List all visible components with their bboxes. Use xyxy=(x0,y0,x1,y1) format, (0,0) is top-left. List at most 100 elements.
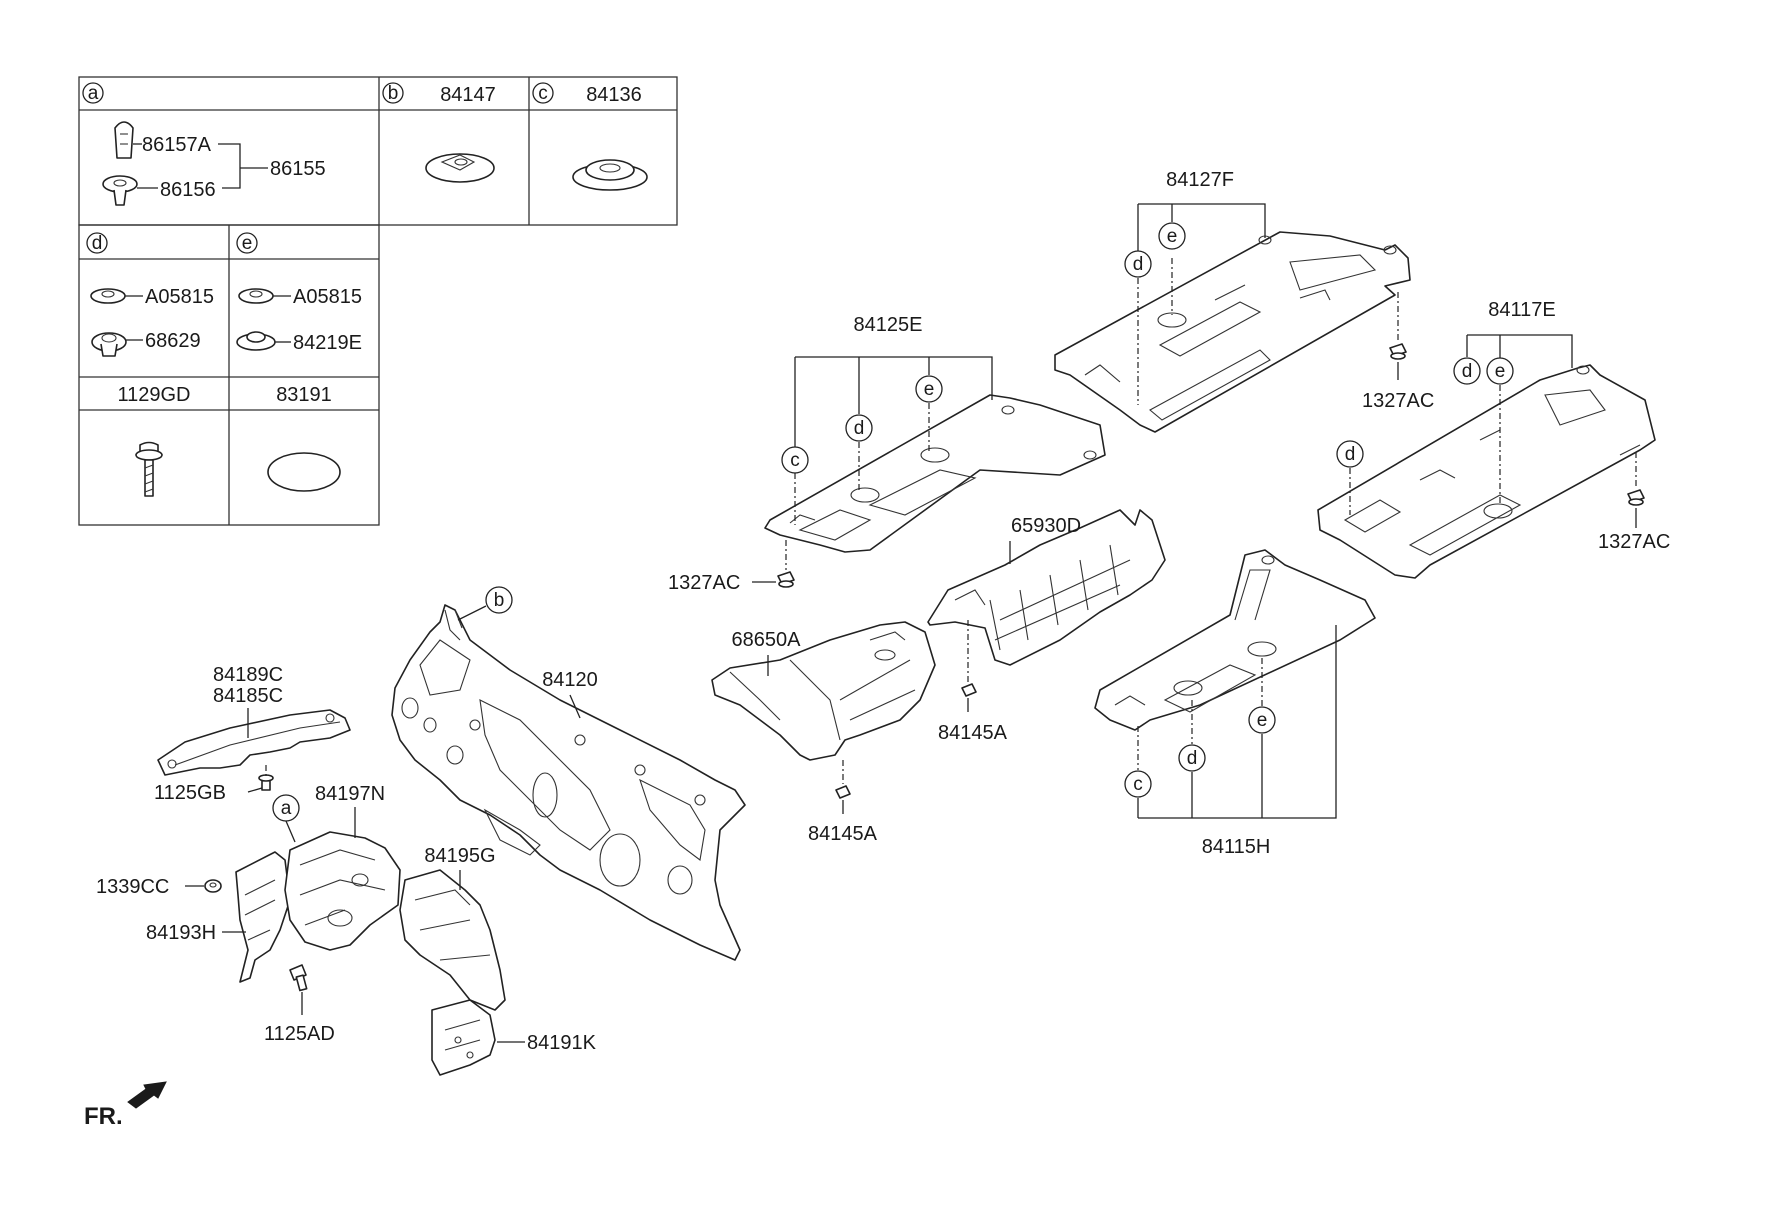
bubble-d-84115h-text: d xyxy=(1187,748,1198,769)
legend-c-letter: c xyxy=(538,83,548,104)
bolt-1125ad-icon xyxy=(289,964,308,992)
bubble-c-84125e-text: c xyxy=(790,450,800,471)
nut-1327ac-right-icon xyxy=(1627,489,1645,506)
bubble-e-84127f-text: e xyxy=(1167,226,1178,247)
clip-86157a-icon xyxy=(114,121,134,159)
legend-b-badge xyxy=(382,82,404,104)
label-1327ac-mid: 1327AC xyxy=(668,572,740,594)
bubble-e-84117e-text: e xyxy=(1495,361,1506,382)
legend-e-letter: e xyxy=(242,233,253,254)
label-1327ac-right: 1327AC xyxy=(1598,531,1670,553)
legend-86157a: 86157A xyxy=(142,134,212,156)
legend-table: a b 84147 c 84136 86157A 86156 86155 xyxy=(78,76,678,526)
legend-d-letter: d xyxy=(92,233,103,254)
legend-1129gd: 1129GD xyxy=(117,384,190,406)
legend-86156: 86156 xyxy=(160,179,216,201)
insulator-84197n xyxy=(284,831,401,951)
legend-c-badge xyxy=(532,82,554,104)
label-84193h: 84193H xyxy=(146,922,216,944)
label-84125e: 84125E xyxy=(854,314,923,336)
bubble-e-84125e-text: e xyxy=(924,379,935,400)
label-1125gb: 1125GB xyxy=(154,782,226,804)
bubble-b-84120-text: b xyxy=(494,590,505,611)
grommet-1339cc-icon xyxy=(204,879,222,893)
under-cover-84115h xyxy=(1094,549,1376,731)
legend-c-part: 84136 xyxy=(586,84,642,106)
bubble-d-84117e-low xyxy=(1336,440,1364,468)
insulator-65930d xyxy=(927,509,1166,666)
label-84189c: 84189C xyxy=(213,664,283,686)
bubble-d-84117e-text: d xyxy=(1462,361,1473,382)
bubble-c-84125e xyxy=(781,446,809,474)
bubble-c-84115h-text: c xyxy=(1133,774,1143,795)
front-label: FR. xyxy=(84,1103,123,1130)
bolt-1129gd-icon xyxy=(135,441,163,497)
bubble-a-84197n-text: a xyxy=(281,798,292,819)
label-84195g: 84195G xyxy=(424,845,495,867)
nut-84145a-upper-icon xyxy=(961,683,977,697)
label-84145a-upper: 84145A xyxy=(938,722,1008,744)
legend-d-68629: 68629 xyxy=(145,330,201,352)
label-1125ad: 1125AD xyxy=(264,1023,335,1045)
under-cover-84125e xyxy=(764,394,1106,553)
bubble-b-84120 xyxy=(485,586,513,614)
bubble-e-84115h xyxy=(1248,706,1276,734)
retainer-a05815-d-icon xyxy=(90,288,126,304)
bubble-d-84125e-text: d xyxy=(854,418,865,439)
bubble-d-84117e-low-text: d xyxy=(1345,444,1356,465)
insulator-84193h xyxy=(235,851,291,983)
bubble-d-84127f-text: d xyxy=(1133,254,1144,275)
nut-1327ac-top-icon xyxy=(1389,343,1407,360)
legend-b-part: 84147 xyxy=(440,84,496,106)
label-84117e: 84117E xyxy=(1488,299,1555,321)
bubble-e-84117e xyxy=(1486,357,1514,385)
washer-84147-icon xyxy=(425,153,495,183)
bubble-d-84125e xyxy=(845,414,873,442)
under-cover-84127f xyxy=(1054,231,1411,433)
nut-84219e-icon xyxy=(236,331,276,351)
under-cover-84117e xyxy=(1317,364,1656,579)
legend-e-84219e: 84219E xyxy=(293,332,362,354)
legend-83191: 83191 xyxy=(276,384,332,406)
retainer-a05815-e-icon xyxy=(238,288,274,304)
bubble-d-84127f xyxy=(1124,250,1152,278)
bubble-d-84115h xyxy=(1178,744,1206,772)
insulator-68650a xyxy=(711,621,936,761)
legend-86155: 86155 xyxy=(270,158,326,180)
label-84191k: 84191K xyxy=(527,1032,597,1054)
label-84197n: 84197N xyxy=(315,783,385,805)
grommet-84136-icon xyxy=(572,159,648,191)
label-1327ac-top: 1327AC xyxy=(1362,390,1434,412)
label-84127f: 84127F xyxy=(1166,169,1234,191)
legend-e-badge xyxy=(236,232,258,254)
insulator-84191k xyxy=(431,999,496,1076)
legend-b-letter: b xyxy=(388,83,399,104)
bubble-e-84127f xyxy=(1158,222,1186,250)
label-68650a: 68650A xyxy=(732,629,802,651)
front-arrow-icon xyxy=(127,1081,167,1109)
label-84185c: 84185C xyxy=(213,685,283,707)
cowl-insulator-84189c xyxy=(157,709,351,776)
clip-86156-icon xyxy=(102,175,138,206)
insulator-84195g xyxy=(399,869,506,1011)
label-65930d: 65930D xyxy=(1011,515,1081,537)
dash-panel-84120 xyxy=(391,604,746,961)
bubble-c-84115h xyxy=(1124,770,1152,798)
label-1339cc: 1339CC xyxy=(96,876,169,898)
legend-d-badge xyxy=(86,232,108,254)
nut-84145a-lower-icon xyxy=(835,785,851,799)
bubble-e-84125e xyxy=(915,375,943,403)
bubble-d-84117e xyxy=(1453,357,1481,385)
legend-a-badge xyxy=(82,82,104,104)
bubble-e-84115h-text: e xyxy=(1257,710,1268,731)
plug-83191-icon xyxy=(267,452,341,492)
legend-d-a05815: A05815 xyxy=(145,286,214,308)
legend-e-a05815: A05815 xyxy=(293,286,362,308)
label-84120: 84120 xyxy=(542,669,598,691)
nut-1327ac-mid-icon xyxy=(777,571,795,588)
legend-a-letter: a xyxy=(88,83,99,104)
nut-68629-icon xyxy=(91,332,127,357)
label-84115h: 84115H xyxy=(1202,836,1271,858)
label-84145a-lower: 84145A xyxy=(808,823,878,845)
